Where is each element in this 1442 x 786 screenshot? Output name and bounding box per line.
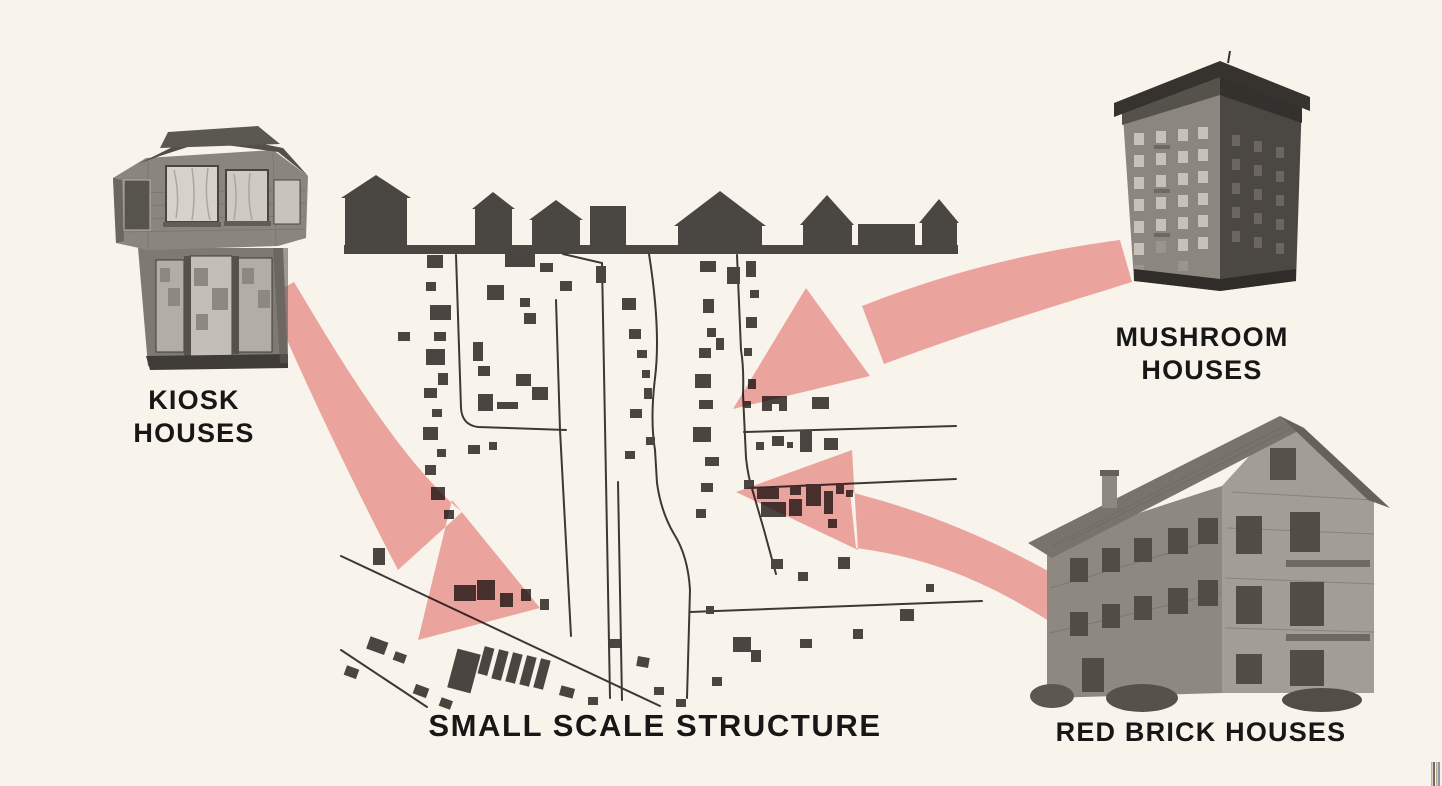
arrow-redbrick-to-map — [736, 450, 1072, 636]
flow-arrows — [268, 240, 1132, 640]
arrow-mushroom-to-map — [733, 240, 1132, 409]
red-brick-houses-label: RED BRICK HOUSES — [1055, 717, 1347, 747]
kiosk-label-line1: KIOSK — [148, 385, 240, 415]
arrow-kiosk-to-map — [268, 282, 540, 640]
kiosk-label-line2: HOUSES — [133, 418, 255, 448]
red-brick-photo — [1028, 416, 1390, 712]
map-title: SMALL SCALE STRUCTURE — [428, 708, 882, 743]
scrollbar-sliver[interactable] — [1431, 762, 1440, 786]
mushroom-houses-label: MUSHROOM HOUSES — [1115, 322, 1289, 385]
kiosk-houses-label: KIOSK HOUSES — [94, 384, 294, 450]
kiosk-photo — [113, 126, 308, 370]
mushroom-photo — [1114, 50, 1310, 291]
skyline-silhouette — [341, 175, 959, 254]
